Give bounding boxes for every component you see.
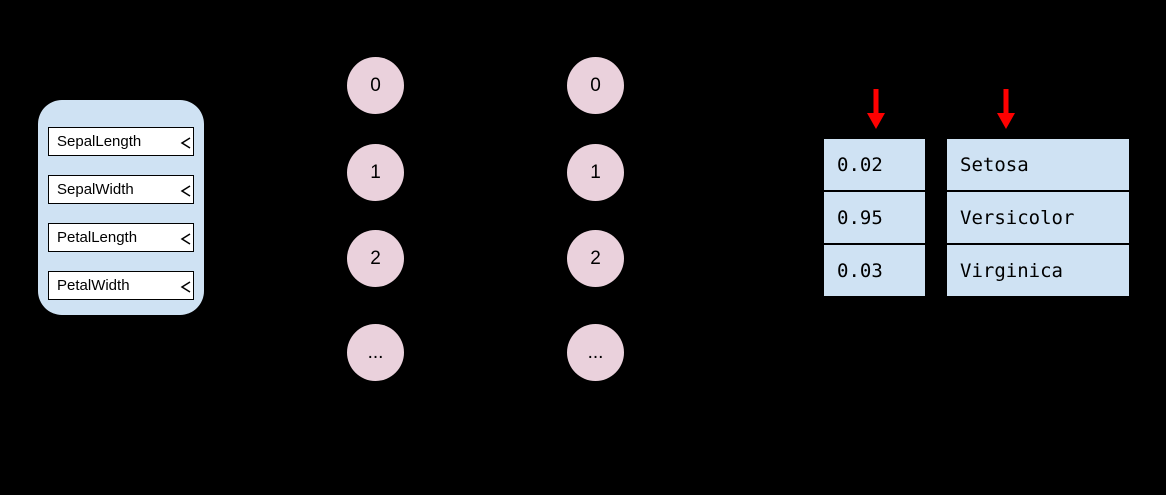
arrowhead-left-icon bbox=[180, 232, 192, 245]
probability-cell: 0.03 bbox=[822, 243, 927, 298]
input-feature-box: PetalLength bbox=[48, 223, 194, 252]
layer1-node-2: 2 bbox=[347, 230, 404, 287]
arrowhead-left-icon bbox=[180, 136, 192, 149]
layer1-node-ellipsis: ... bbox=[347, 324, 404, 381]
input-feature-box: SepalLength bbox=[48, 127, 194, 156]
input-feature-box: SepalWidth bbox=[48, 175, 194, 204]
probability-table: 0.02 0.95 0.03 bbox=[822, 137, 927, 298]
layer2-node-ellipsis: ... bbox=[567, 324, 624, 381]
layer2-node-0: 0 bbox=[567, 57, 624, 114]
class-label-cell: Setosa bbox=[945, 137, 1131, 192]
layer1-node-0: 0 bbox=[347, 57, 404, 114]
probability-cell: 0.02 bbox=[822, 137, 927, 192]
probability-cell: 0.95 bbox=[822, 190, 927, 245]
input-feature-label: SepalWidth bbox=[57, 181, 134, 198]
class-label-table: Setosa Versicolor Virginica bbox=[945, 137, 1131, 298]
input-feature-label: SepalLength bbox=[57, 133, 142, 150]
arrowhead-left-icon bbox=[180, 280, 192, 293]
input-feature-label: PetalWidth bbox=[57, 277, 130, 294]
class-label-cell: Virginica bbox=[945, 243, 1131, 298]
input-feature-box: PetalWidth bbox=[48, 271, 194, 300]
layer2-node-1: 1 bbox=[567, 144, 624, 201]
layer2-node-2: 2 bbox=[567, 230, 624, 287]
red-down-arrow-icon bbox=[997, 89, 1015, 129]
arrowhead-left-icon bbox=[180, 184, 192, 197]
class-label-cell: Versicolor bbox=[945, 190, 1131, 245]
layer1-node-1: 1 bbox=[347, 144, 404, 201]
input-feature-label: PetalLength bbox=[57, 229, 138, 246]
input-features-group: SepalLength SepalWidth PetalLength Petal… bbox=[38, 100, 204, 315]
red-down-arrow-icon bbox=[867, 89, 885, 129]
